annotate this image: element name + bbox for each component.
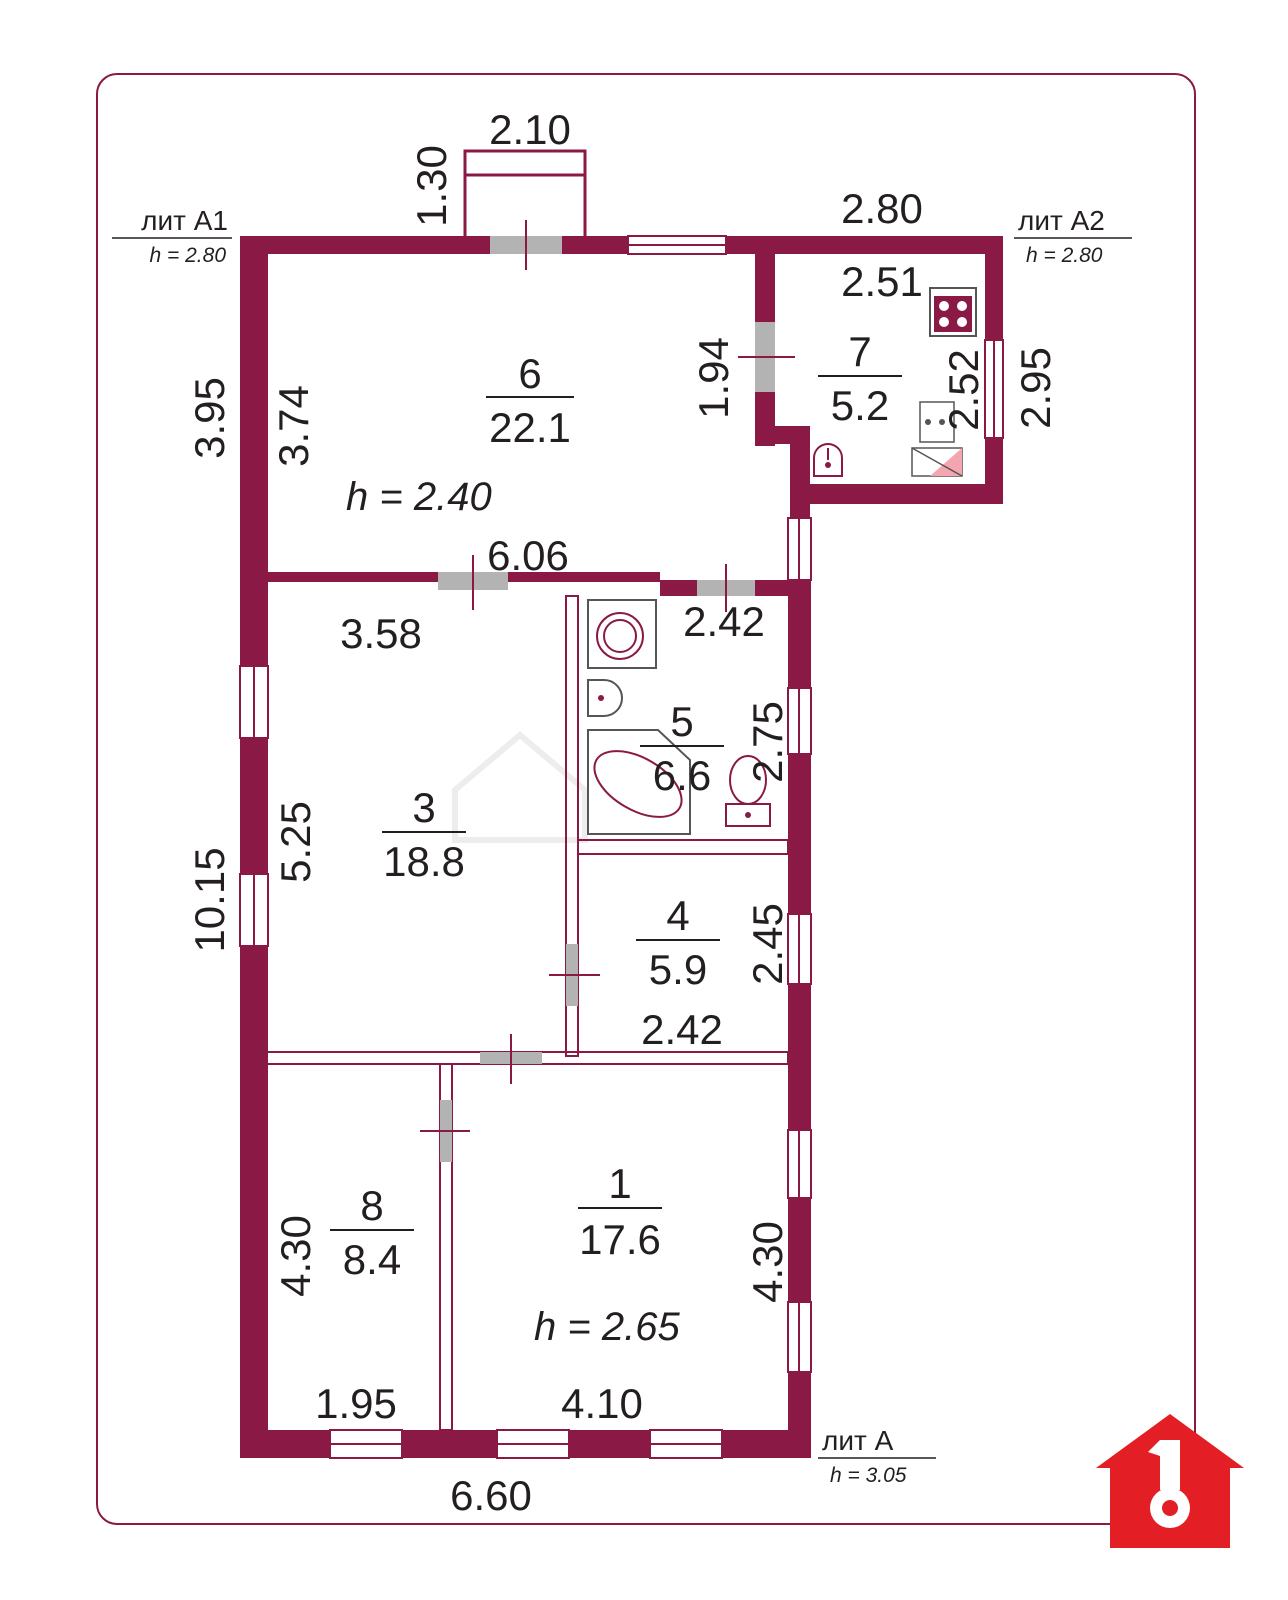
room-6: 6 22.1 h = 2.40	[346, 350, 574, 519]
room-height: h = 2.40	[346, 475, 492, 519]
dimension-label: 2.80	[841, 185, 923, 232]
window	[787, 687, 812, 755]
room-area: 18.8	[383, 838, 465, 885]
room-area: 8.4	[343, 1236, 401, 1283]
plan-frame	[96, 73, 1196, 1525]
toilet-icon	[725, 755, 771, 827]
dimension-label: 2.42	[683, 598, 765, 645]
stove-icon	[929, 287, 977, 337]
window	[627, 235, 727, 255]
dimension-label: 5.25	[272, 801, 319, 883]
room-3: 3 18.8	[382, 784, 466, 885]
boiler	[813, 443, 843, 477]
sink-icon	[587, 679, 623, 717]
dimension-label: 2.52	[940, 349, 987, 431]
doors	[420, 220, 795, 1162]
room-7: 7 5.2	[818, 328, 902, 429]
window	[329, 1429, 403, 1459]
door	[697, 564, 755, 612]
windows	[239, 235, 1004, 1459]
window	[787, 517, 812, 581]
dimension-label: 3.74	[270, 385, 317, 467]
dimension-label: 10.15	[186, 847, 233, 952]
room-number: 4	[666, 892, 689, 939]
section-height: h = 2.80	[150, 244, 227, 267]
room-number: 8	[360, 1182, 383, 1229]
dimension-label: 1.30	[408, 145, 455, 227]
dimension-label: 6.06	[487, 532, 569, 579]
room-area: 6.6	[653, 752, 711, 799]
section-height: h = 2.80	[1026, 244, 1103, 267]
dimension-label: 4.30	[744, 1221, 791, 1303]
door	[480, 1034, 542, 1084]
room-4: 4 5.9	[636, 892, 720, 993]
section-label-a1: лит А1 h = 2.80	[112, 205, 232, 267]
room-number: 6	[518, 350, 541, 397]
room-1: 1 17.6 h = 2.65	[534, 1160, 680, 1349]
section-label-a2: лит А2 h = 2.80	[1014, 205, 1132, 267]
door	[438, 555, 508, 610]
bathtub-icon	[587, 729, 691, 835]
room-number: 1	[608, 1160, 631, 1207]
dimension-labels: 2.10 2.80 2.51 6.06 3.58 2.42 2.42 1.95 …	[186, 106, 1059, 1519]
window	[239, 665, 269, 739]
dimension-label: 3.58	[340, 610, 422, 657]
counter	[911, 447, 963, 477]
room-number: 3	[412, 784, 435, 831]
dimension-label: 2.95	[1012, 347, 1059, 429]
room-number: 7	[848, 328, 871, 375]
door	[420, 1100, 470, 1162]
room-area: 22.1	[489, 404, 571, 451]
window	[496, 1429, 570, 1459]
window	[787, 1301, 812, 1373]
window	[239, 873, 269, 947]
room-area: 17.6	[579, 1216, 661, 1263]
section-height: h = 3.05	[830, 1464, 907, 1487]
dimension-label: 4.30	[272, 1215, 319, 1297]
washing-machine-icon	[587, 599, 657, 669]
door	[490, 220, 562, 270]
dimension-label: 2.10	[489, 106, 571, 153]
dimension-label: 1.94	[690, 337, 737, 419]
room-8: 8 8.4	[330, 1182, 414, 1283]
dimension-label: 2.45	[744, 903, 791, 985]
room-height: h = 2.65	[534, 1305, 680, 1349]
section-name: лит А2	[1018, 205, 1105, 236]
room-5: 5 6.6	[640, 698, 724, 799]
section-label-a: лит А h = 3.05	[818, 1425, 936, 1487]
window	[787, 1129, 812, 1199]
room-number: 5	[670, 698, 693, 745]
room-area: 5.2	[831, 382, 889, 429]
dimension-label: 3.95	[186, 377, 233, 459]
window	[787, 913, 812, 985]
room-area: 5.9	[649, 946, 707, 993]
dimension-label: 2.42	[641, 1006, 723, 1053]
dimension-label: 2.75	[744, 701, 791, 783]
window	[649, 1429, 723, 1459]
dimension-label: 2.51	[841, 258, 923, 305]
window	[984, 339, 1004, 439]
door	[738, 322, 795, 392]
house-key-logo-icon	[1096, 1414, 1244, 1548]
dimension-label: 1.95	[315, 1380, 397, 1427]
section-name: лит А	[822, 1425, 894, 1456]
door	[549, 944, 600, 1006]
sink-icon	[919, 401, 955, 443]
dimension-label: 6.60	[450, 1472, 532, 1519]
dimension-label: 4.10	[561, 1380, 643, 1427]
section-name: лит А1	[141, 205, 228, 236]
